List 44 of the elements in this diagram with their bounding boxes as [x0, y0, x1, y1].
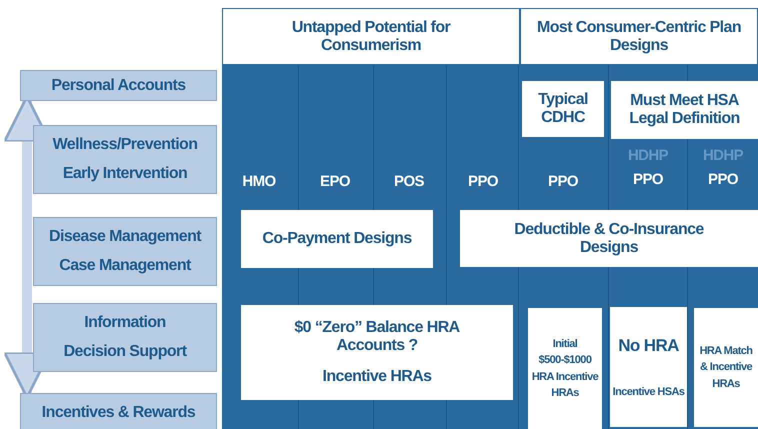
row-label: Decision Support — [64, 342, 186, 361]
box-text: Typical CDHC — [537, 91, 589, 127]
plan-box — [610, 307, 687, 427]
plan-type-label: HDHP — [626, 147, 670, 164]
row-label: Case Management — [59, 256, 191, 275]
row-box — [20, 393, 217, 429]
plan-box — [241, 305, 513, 400]
row-box — [33, 217, 217, 286]
box-text: Deductible & Co-Insurance Designs — [513, 220, 705, 256]
plan-type-label: PPO — [547, 173, 579, 190]
row-label: Wellness/Prevention — [52, 136, 198, 154]
row-label: Early Intervention — [62, 164, 188, 183]
box-text: Incentive HRAs — [322, 368, 432, 386]
box-text: HRA Match & Incentive HRAs — [698, 344, 754, 392]
box-text: Incentive HSAs — [612, 386, 684, 398]
box-text: $0 “Zero” Balance HRA Accounts ? — [293, 318, 461, 355]
column-header: Most Consumer-Centric Plan Designs — [536, 18, 742, 54]
row-label: Incentives & Rewards — [42, 404, 196, 422]
box-text: No HRA — [618, 336, 679, 356]
column-header: Untapped Potential for Consumerism — [290, 18, 452, 54]
plan-box — [611, 81, 758, 139]
row-label: Personal Accounts — [51, 76, 186, 94]
row-box — [33, 125, 217, 194]
plan-type-label: HDHP — [702, 147, 744, 164]
plan-box — [528, 308, 602, 429]
plan-box — [522, 81, 604, 137]
header-box — [520, 8, 758, 65]
plan-box — [460, 210, 758, 267]
plan-box — [694, 308, 758, 427]
plan-type-label: HMO — [241, 173, 277, 190]
plan-type-label: PPO — [632, 171, 664, 188]
plan-type-label: EPO — [319, 173, 351, 190]
plan-box — [241, 210, 433, 268]
row-box — [33, 303, 217, 372]
box-text: Initial $500-$1000 HRA Incentive HRAs — [530, 336, 600, 401]
plan-type-label: PPO — [707, 171, 739, 188]
row-label: Disease Management — [49, 228, 201, 246]
plan-type-label: POS — [393, 173, 425, 190]
plan-type-label: PPO — [467, 173, 499, 190]
row-label: Information — [84, 314, 166, 332]
row-box — [20, 70, 217, 101]
box-text: Must Meet HSA Legal Definition — [628, 92, 741, 128]
box-text: Co-Payment Designs — [262, 230, 412, 248]
header-box — [222, 8, 520, 65]
